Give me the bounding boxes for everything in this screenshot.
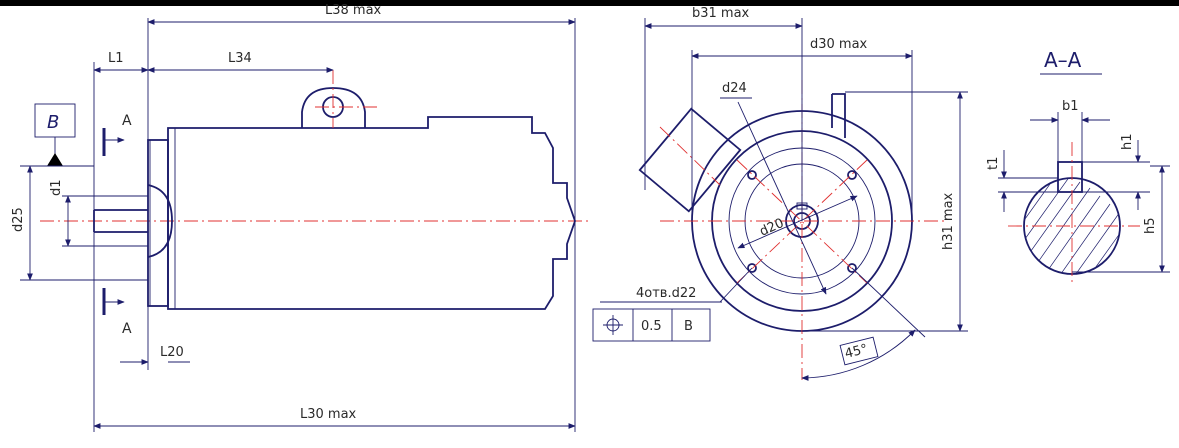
section-label-bottom: A xyxy=(122,321,132,337)
svg-text:L20: L20 xyxy=(160,345,184,360)
svg-text:d20: d20 xyxy=(758,216,787,240)
svg-text:d1: d1 xyxy=(49,179,64,196)
front-view: b31 max d30 max h31 max d24 d20 xyxy=(592,6,968,381)
dim-t1: t1 xyxy=(986,150,1058,212)
svg-text:b1: b1 xyxy=(1062,99,1079,114)
dim-d24: d24 xyxy=(720,81,827,295)
dim-d1: d1 xyxy=(49,179,71,247)
side-view: A A B d25 d1 xyxy=(11,3,590,432)
dim-d25: d25 xyxy=(11,165,148,281)
dim-d20: d20 xyxy=(737,195,858,249)
svg-text:L34: L34 xyxy=(228,51,252,66)
svg-text:L30 max: L30 max xyxy=(300,407,357,422)
svg-text:4отв.d22: 4отв.d22 xyxy=(636,286,696,301)
section-view: A–A xyxy=(986,48,1170,284)
bolt-holes xyxy=(747,170,857,273)
datum-b: B xyxy=(20,103,94,167)
dim-l38: L38 max xyxy=(147,3,576,221)
svg-text:d24: d24 xyxy=(722,81,747,96)
svg-text:B: B xyxy=(684,319,693,334)
dim-l30: L30 max xyxy=(93,221,576,432)
svg-text:t1: t1 xyxy=(986,157,1001,170)
position-tolerance-frame: 0.5 B xyxy=(592,308,711,342)
dim-d30: d30 max xyxy=(691,37,913,221)
svg-text:B: B xyxy=(47,112,59,133)
dim-h5: h5 xyxy=(1072,165,1170,273)
svg-text:45°: 45° xyxy=(843,342,869,362)
section-marker-top: A xyxy=(102,113,132,156)
svg-text:b31 max: b31 max xyxy=(692,6,750,21)
section-label-top: A xyxy=(122,113,132,129)
svg-text:L38 max: L38 max xyxy=(325,3,382,18)
svg-text:L1: L1 xyxy=(108,51,124,66)
lifting-eye xyxy=(301,87,366,128)
frame-top-border xyxy=(0,0,1179,6)
key xyxy=(1057,161,1083,193)
dim-b31: b31 max xyxy=(644,6,803,221)
shaft xyxy=(93,209,148,233)
svg-text:h31 max: h31 max xyxy=(941,192,956,250)
flange xyxy=(147,139,169,307)
svg-text:h1: h1 xyxy=(1120,133,1135,150)
dim-h31: h31 max xyxy=(802,91,968,332)
section-title: A–A xyxy=(1044,48,1082,72)
svg-text:h5: h5 xyxy=(1143,217,1158,234)
dim-h1: h1 xyxy=(1082,133,1150,210)
section-marker-bottom: A xyxy=(102,288,132,337)
dim-l1: L1 xyxy=(93,51,149,210)
position-icon xyxy=(603,315,623,335)
terminal-box xyxy=(638,107,742,213)
svg-text:d25: d25 xyxy=(11,207,26,232)
dim-b1: b1 xyxy=(1030,99,1110,162)
motor-body xyxy=(167,116,576,310)
svg-text:d30 max: d30 max xyxy=(810,37,868,52)
dim-l20: L20 xyxy=(120,306,190,370)
svg-text:0.5: 0.5 xyxy=(641,319,662,334)
dim-l34: L34 xyxy=(147,51,334,73)
holes-callout: 4отв.d22 xyxy=(600,267,753,303)
shaft-hatch xyxy=(1024,178,1120,274)
dim-angle: 45° xyxy=(801,267,926,381)
